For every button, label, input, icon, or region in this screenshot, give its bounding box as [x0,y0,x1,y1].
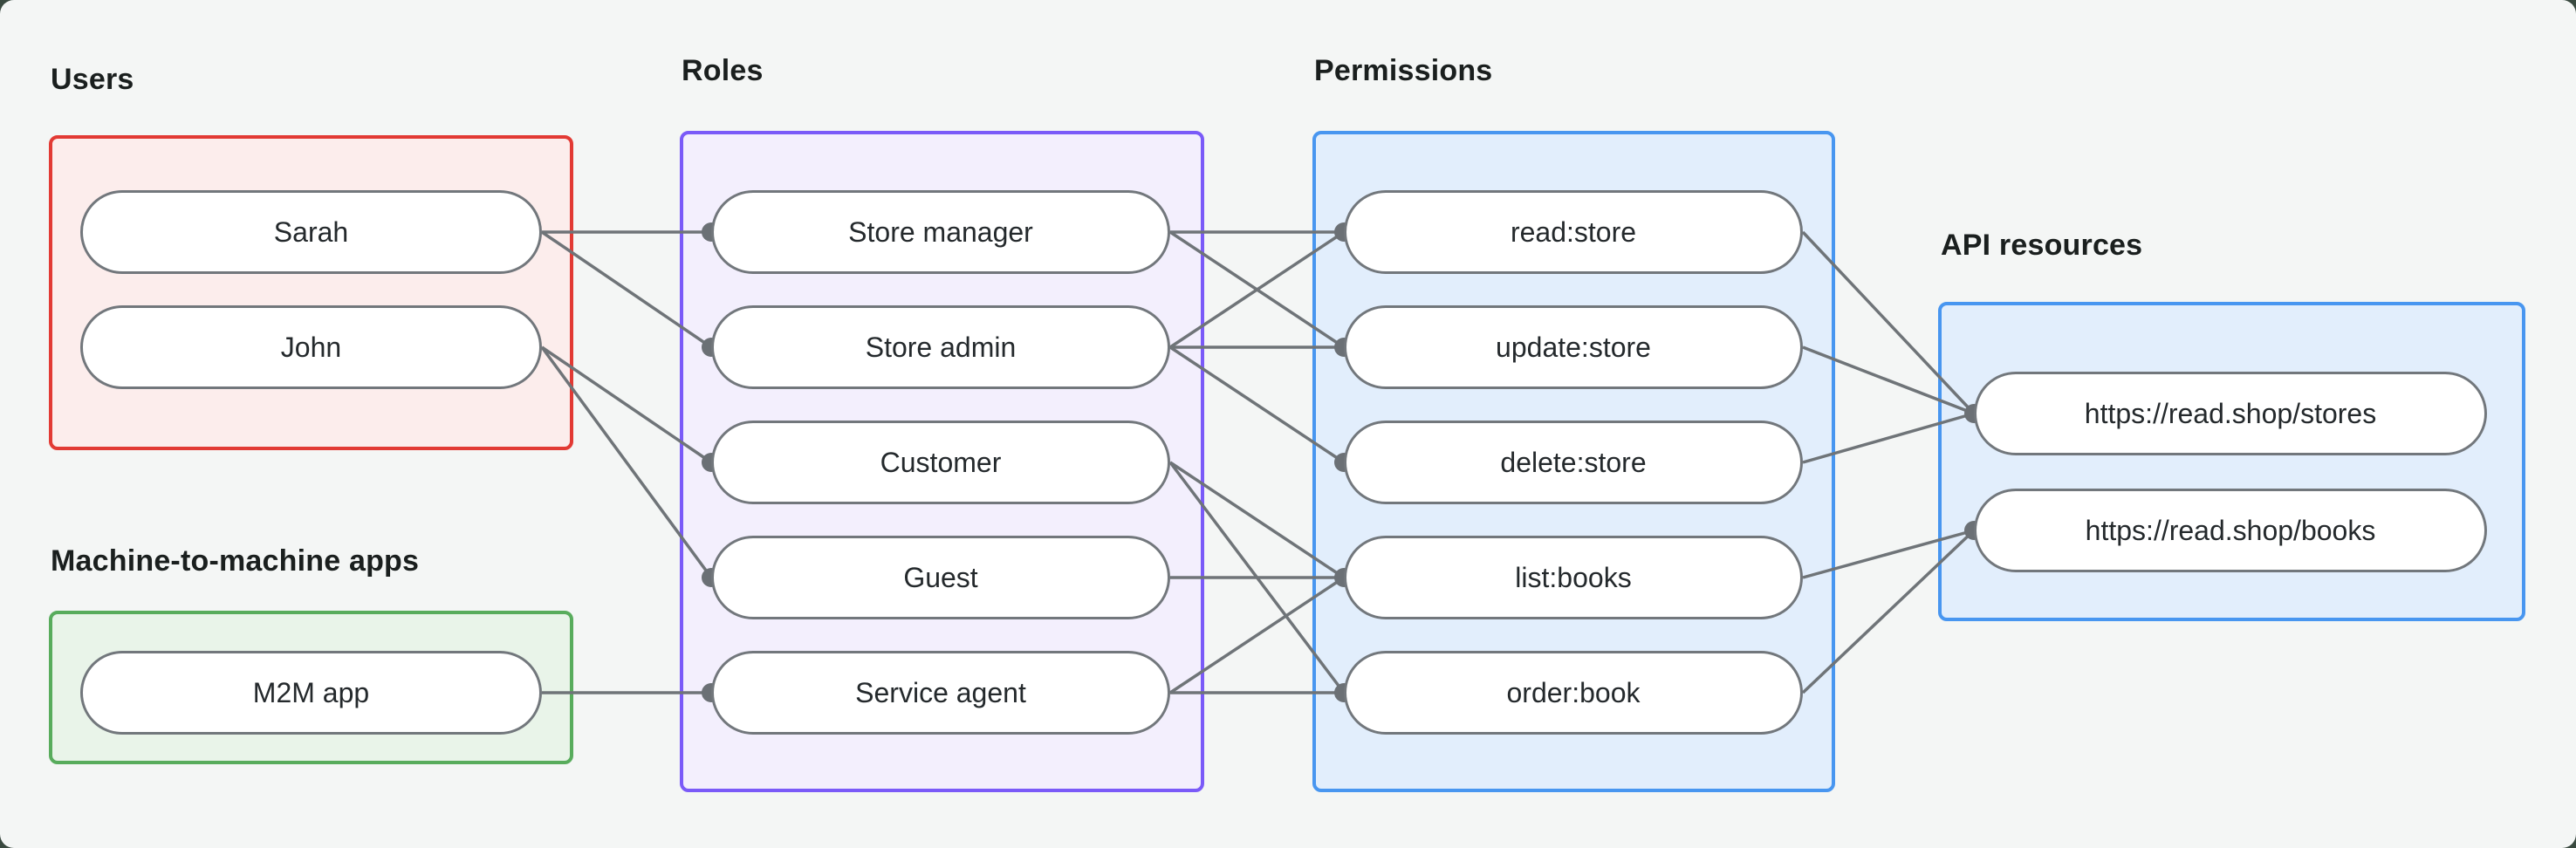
node-order-book: order:book [1344,651,1803,735]
node-john: John [80,305,542,389]
node-update-store: update:store [1344,305,1803,389]
node-store-admin: Store admin [711,305,1170,389]
m2m-group-label: Machine-to-machine apps [51,544,420,578]
node-sarah: Sarah [80,190,542,274]
node-service-agent: Service agent [711,651,1170,735]
permissions-group-label: Permissions [1314,54,1493,87]
roles-group-label: Roles [682,54,764,87]
users-group-box [49,135,573,450]
node-list-books: list:books [1344,536,1803,619]
node-stores-url: https://read.shop/stores [1974,372,2487,455]
node-books-url: https://read.shop/books [1974,489,2487,572]
node-m2m-app: M2M app [80,651,542,735]
node-customer: Customer [711,421,1170,504]
users-group-label: Users [51,63,134,96]
api-group-label: API resources [1941,229,2143,262]
node-guest: Guest [711,536,1170,619]
node-store-manager: Store manager [711,190,1170,274]
node-read-store: read:store [1344,190,1803,274]
node-delete-store: delete:store [1344,421,1803,504]
api-group-box [1938,302,2525,621]
